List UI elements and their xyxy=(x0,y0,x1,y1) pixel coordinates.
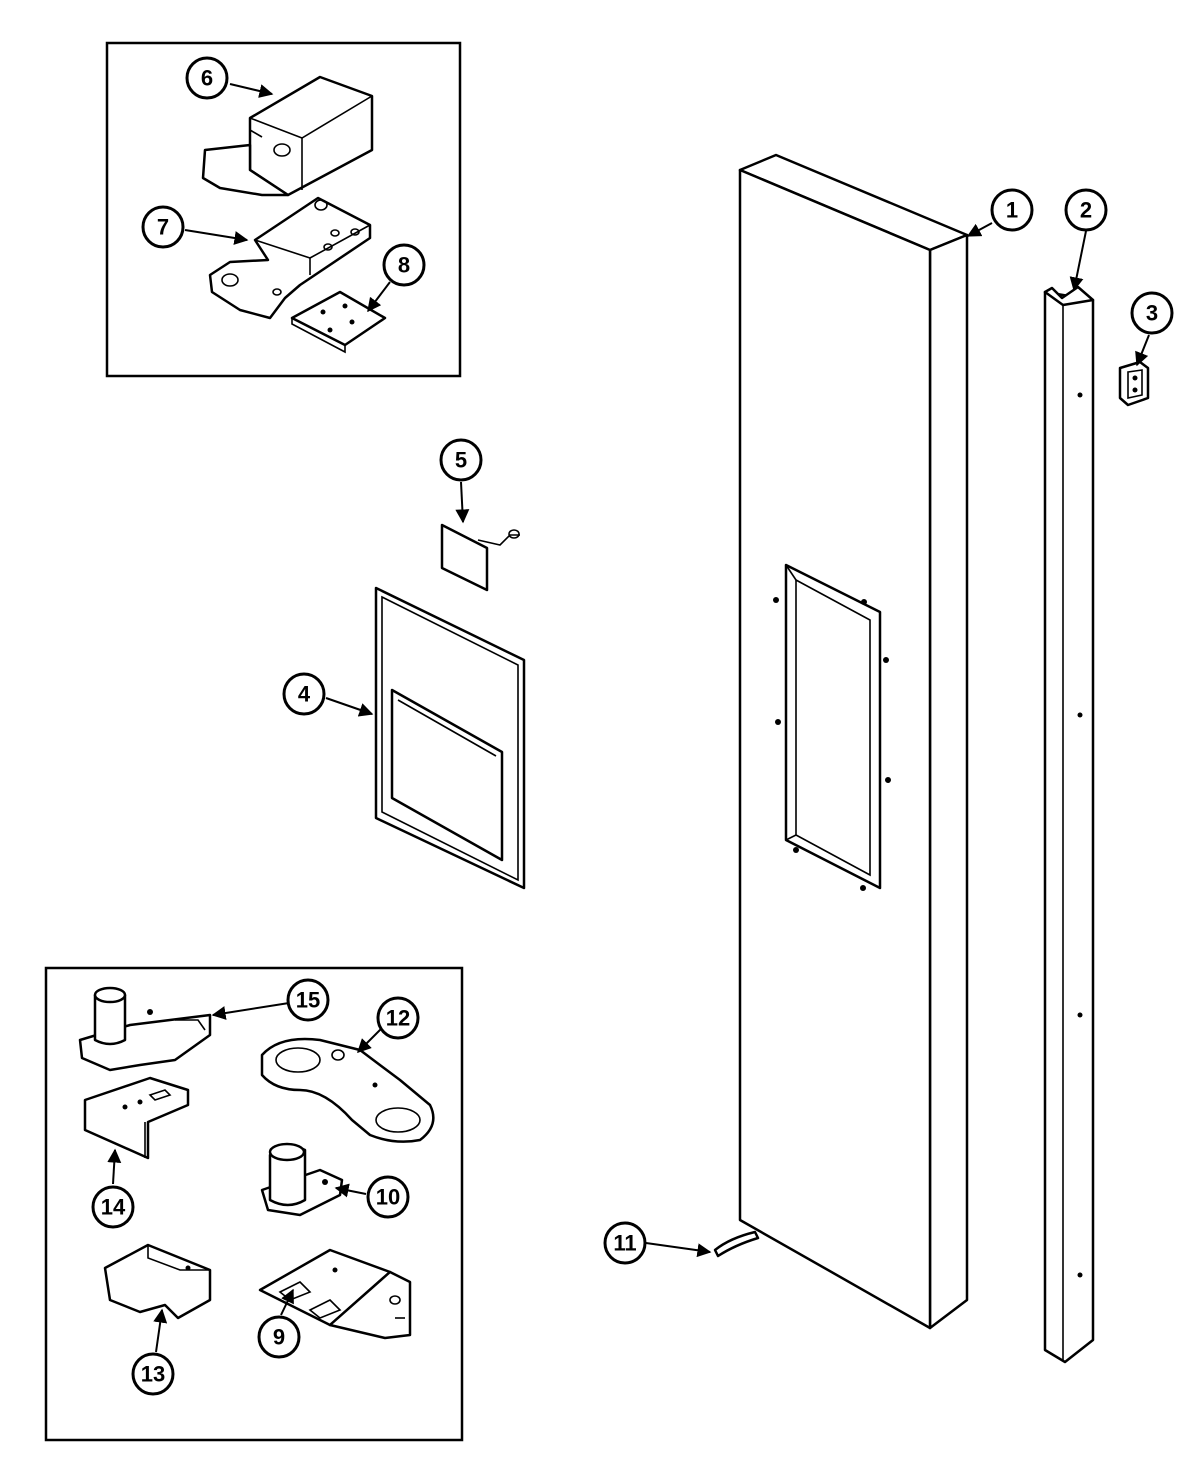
part-13-cover xyxy=(103,1243,212,1320)
callout-3: 3 xyxy=(1130,291,1174,335)
callout-12: 12 xyxy=(376,996,420,1040)
callout-10: 10 xyxy=(366,1175,410,1219)
leader-lines xyxy=(107,83,1150,1353)
leader-13 xyxy=(153,1308,168,1353)
inset-box-bottom-hinge xyxy=(44,966,464,1442)
inset-box-top-hinge xyxy=(105,41,462,378)
leader-6 xyxy=(229,83,274,98)
callout-10-label: 10 xyxy=(376,1185,400,1210)
callout-15-label: 15 xyxy=(296,988,320,1013)
callout-4: 4 xyxy=(282,672,326,716)
callout-6-label: 6 xyxy=(201,66,213,91)
callout-11-label: 11 xyxy=(613,1231,636,1256)
callout-9: 9 xyxy=(257,1315,301,1359)
part-1-door xyxy=(738,153,969,1330)
callout-9-label: 9 xyxy=(273,1325,285,1350)
leader-7 xyxy=(184,229,249,245)
part-5-module xyxy=(440,523,520,592)
callout-1: 1 xyxy=(990,188,1034,232)
leader-10 xyxy=(334,1183,367,1198)
part-7-hinge-plate xyxy=(208,196,372,320)
callout-5-label: 5 xyxy=(455,448,467,473)
callout-5: 5 xyxy=(439,438,483,482)
callout-7: 7 xyxy=(141,205,185,249)
callout-14-label: 14 xyxy=(101,1195,126,1220)
leader-11 xyxy=(645,1242,712,1258)
leader-14 xyxy=(107,1148,122,1185)
part-14-bracket xyxy=(83,1076,190,1160)
leader-9 xyxy=(280,1288,294,1316)
callout-15: 15 xyxy=(286,978,330,1022)
part-4-dispenser-panel xyxy=(374,586,526,890)
part-11-door-stop xyxy=(713,1230,760,1258)
leader-4 xyxy=(325,697,374,717)
leader-5 xyxy=(455,481,470,524)
callout-8-label: 8 xyxy=(398,253,410,278)
leader-1 xyxy=(966,222,993,237)
callout-8: 8 xyxy=(382,243,426,287)
callout-7-label: 7 xyxy=(157,215,169,240)
leader-12 xyxy=(357,1027,383,1053)
callout-1-label: 1 xyxy=(1006,198,1018,223)
callout-14: 14 xyxy=(91,1185,135,1229)
part-10-hinge-pin xyxy=(260,1142,344,1217)
part-12-hinge-bracket xyxy=(260,1037,435,1143)
part-8-shim xyxy=(290,290,387,354)
callout-2: 2 xyxy=(1064,188,1108,232)
callout-13: 13 xyxy=(131,1352,175,1396)
callout-12-label: 12 xyxy=(386,1006,410,1031)
part-6-hinge-cover xyxy=(201,75,374,197)
leader-15 xyxy=(211,1002,290,1020)
leader-8 xyxy=(367,281,391,313)
leader-2 xyxy=(1069,230,1087,292)
leader-3 xyxy=(1135,334,1150,367)
part-2-handle xyxy=(1043,285,1095,1364)
callout-13-label: 13 xyxy=(141,1362,165,1387)
callout-2-label: 2 xyxy=(1080,198,1092,223)
part-9-bottom-hinge xyxy=(258,1248,412,1340)
part-3-handle-clip xyxy=(1118,360,1150,407)
callout-11: 11 xyxy=(603,1221,647,1265)
callout-6: 6 xyxy=(185,56,229,100)
callout-4-label: 4 xyxy=(298,682,311,707)
callout-3-label: 3 xyxy=(1146,301,1158,326)
part-15-hinge-pin xyxy=(78,986,212,1072)
